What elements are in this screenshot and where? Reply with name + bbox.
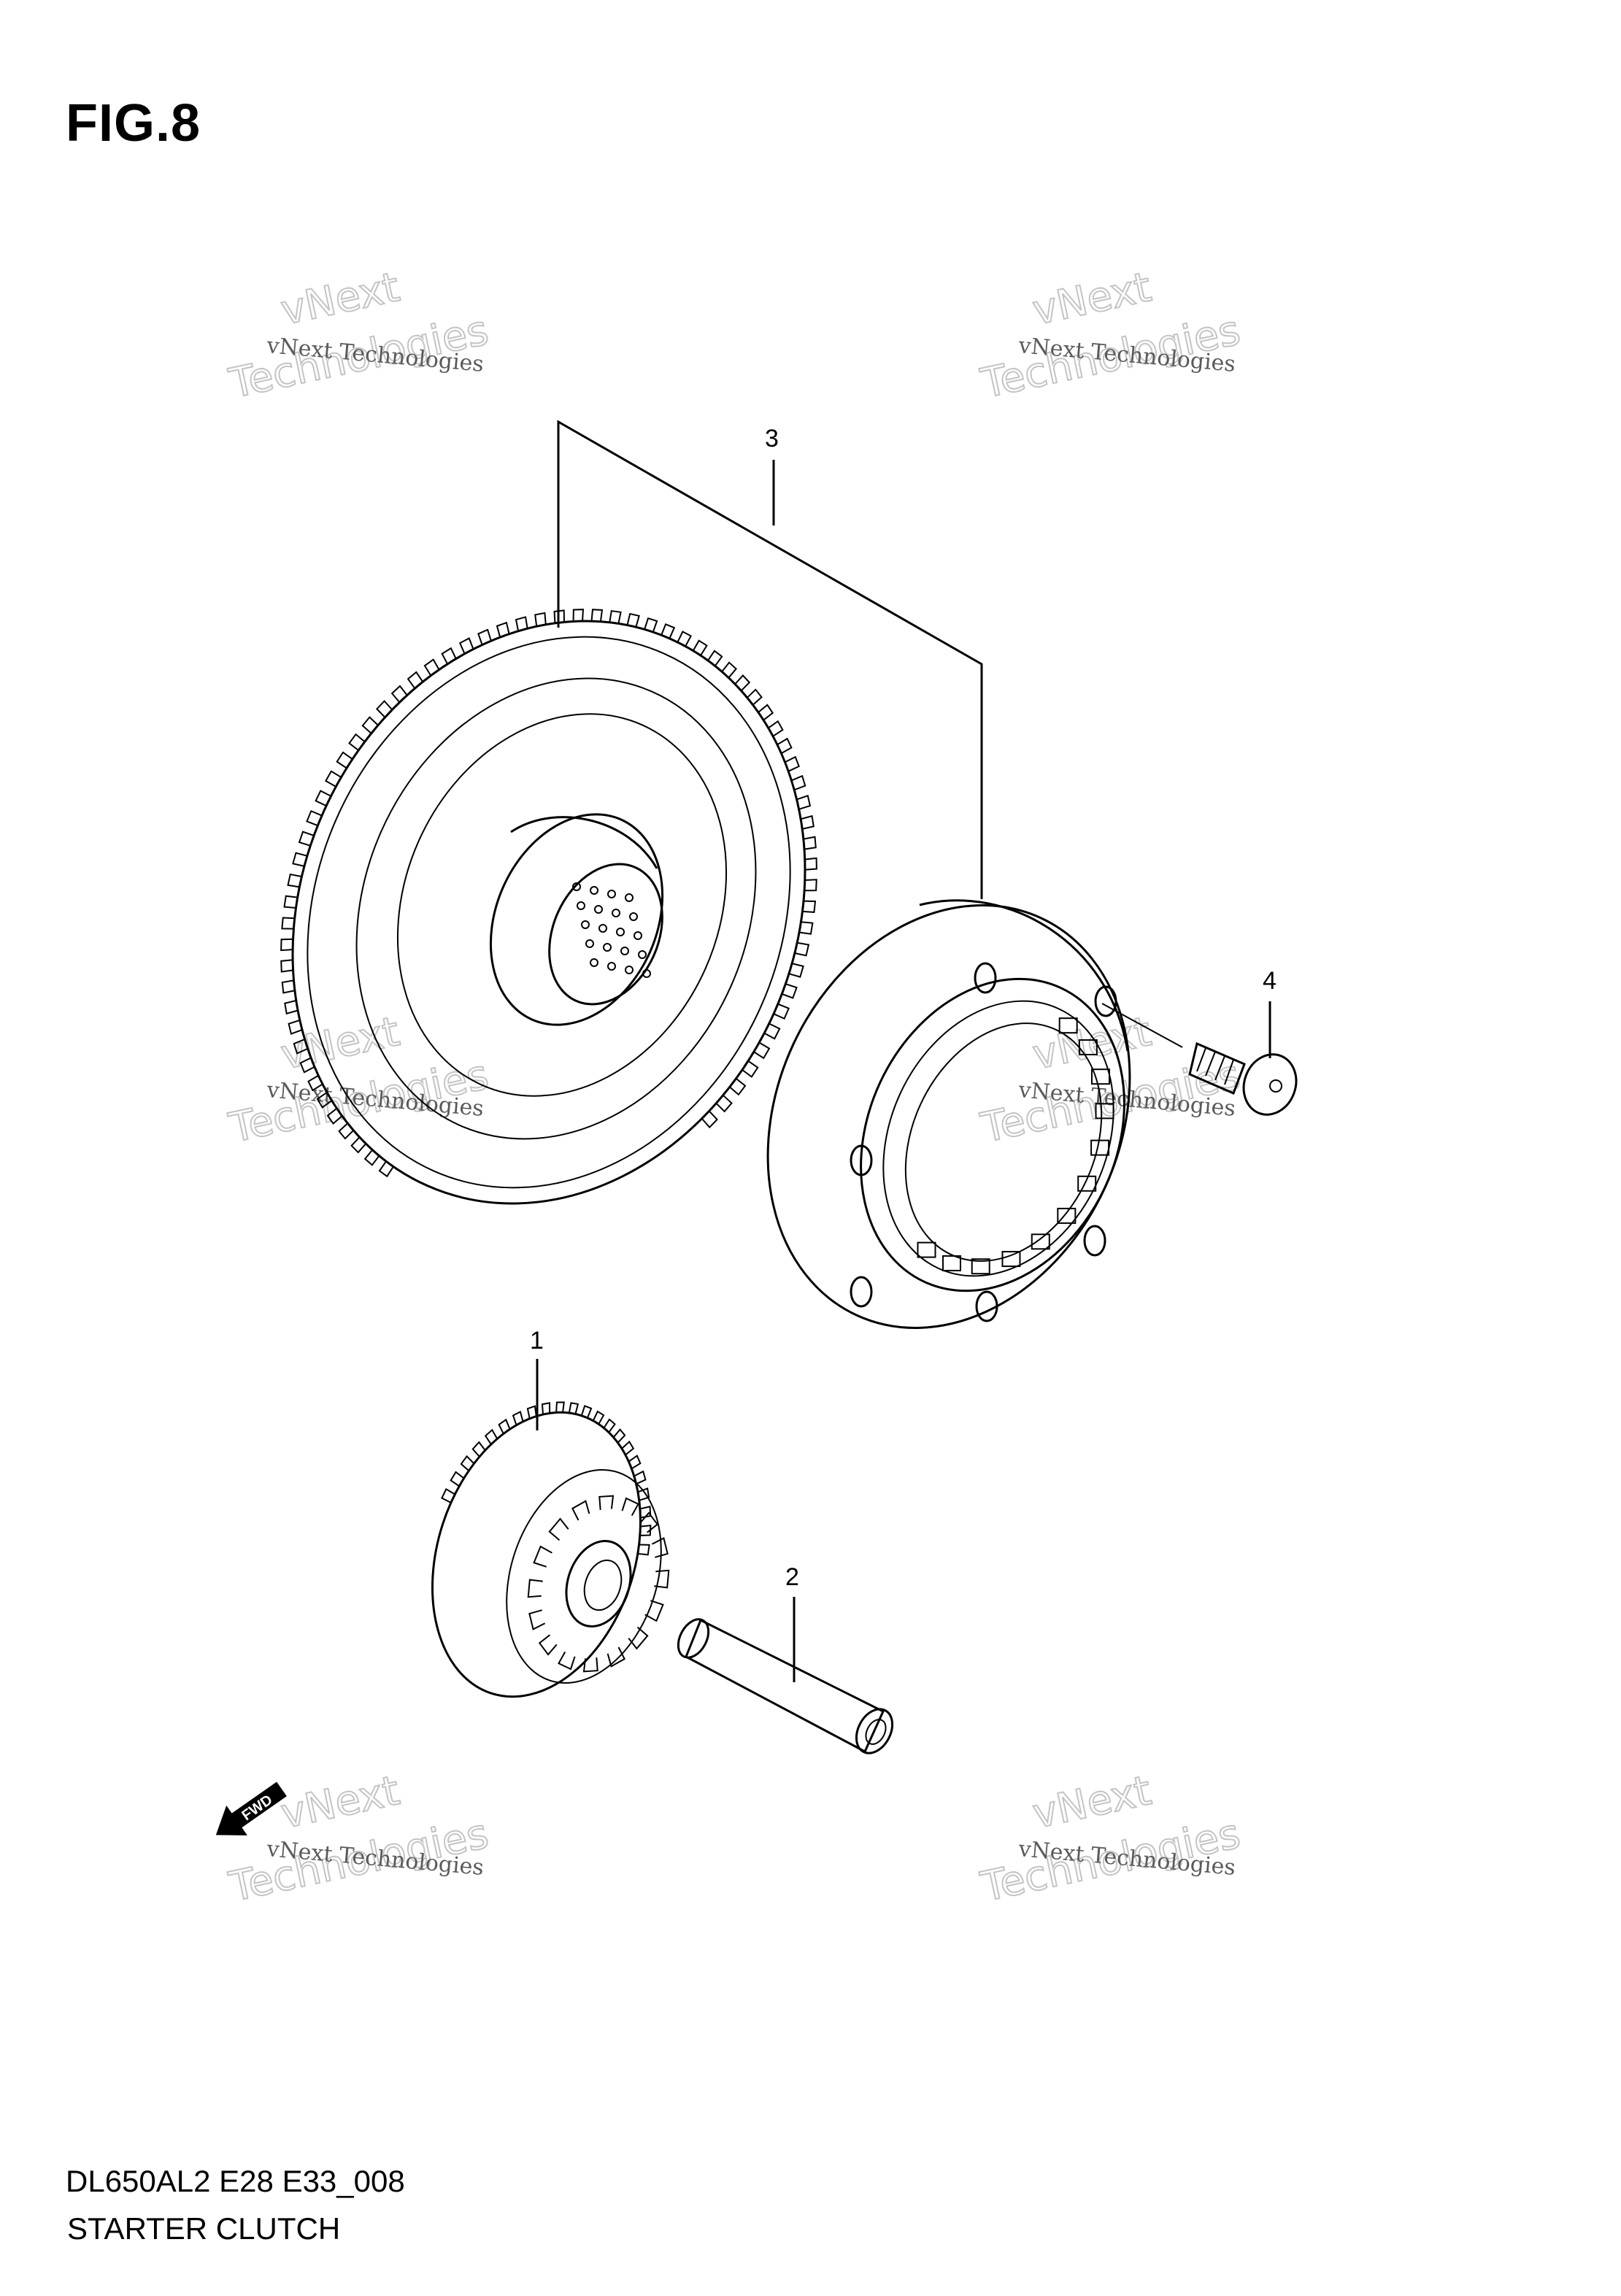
svg-text:3: 3 xyxy=(765,425,779,452)
starter-idle-gear xyxy=(431,1401,670,1698)
callout-3: 3 xyxy=(557,420,983,899)
callout-1: 1 xyxy=(530,1327,544,1430)
idle-gear-shaft xyxy=(677,1618,894,1754)
assembly-name: STARTER CLUTCH xyxy=(67,2211,341,2246)
starter-driven-gear xyxy=(280,609,817,1205)
svg-text:2: 2 xyxy=(785,1563,799,1591)
watermark-top-right: vNext Technologies vNext Technologies xyxy=(976,263,1244,409)
callout-4: 4 xyxy=(1101,967,1277,1058)
diagram-model-code: DL650AL2 E28 E33_008 xyxy=(66,2164,405,2198)
watermark-bottom-left: vNext Technologies vNext Technologies xyxy=(224,1766,493,1912)
one-way-clutch xyxy=(766,899,1131,1329)
svg-text:vNext: vNext xyxy=(1028,1767,1155,1838)
svg-text:vNext: vNext xyxy=(277,1767,404,1838)
watermark-middle-left: vNext Technologies vNext Technologies xyxy=(224,1007,493,1153)
watermark-top-left: vNext Technologies vNext Technologies xyxy=(224,263,493,409)
figure-title: FIG.8 xyxy=(66,94,201,153)
watermark-bottom-right: vNext Technologies vNext Technologies xyxy=(976,1766,1244,1912)
clutch-bolt xyxy=(1188,1041,1298,1116)
svg-text:vNext: vNext xyxy=(277,263,404,335)
svg-text:1: 1 xyxy=(530,1327,544,1355)
svg-text:4: 4 xyxy=(1263,967,1277,995)
svg-text:vNext: vNext xyxy=(1028,263,1155,335)
